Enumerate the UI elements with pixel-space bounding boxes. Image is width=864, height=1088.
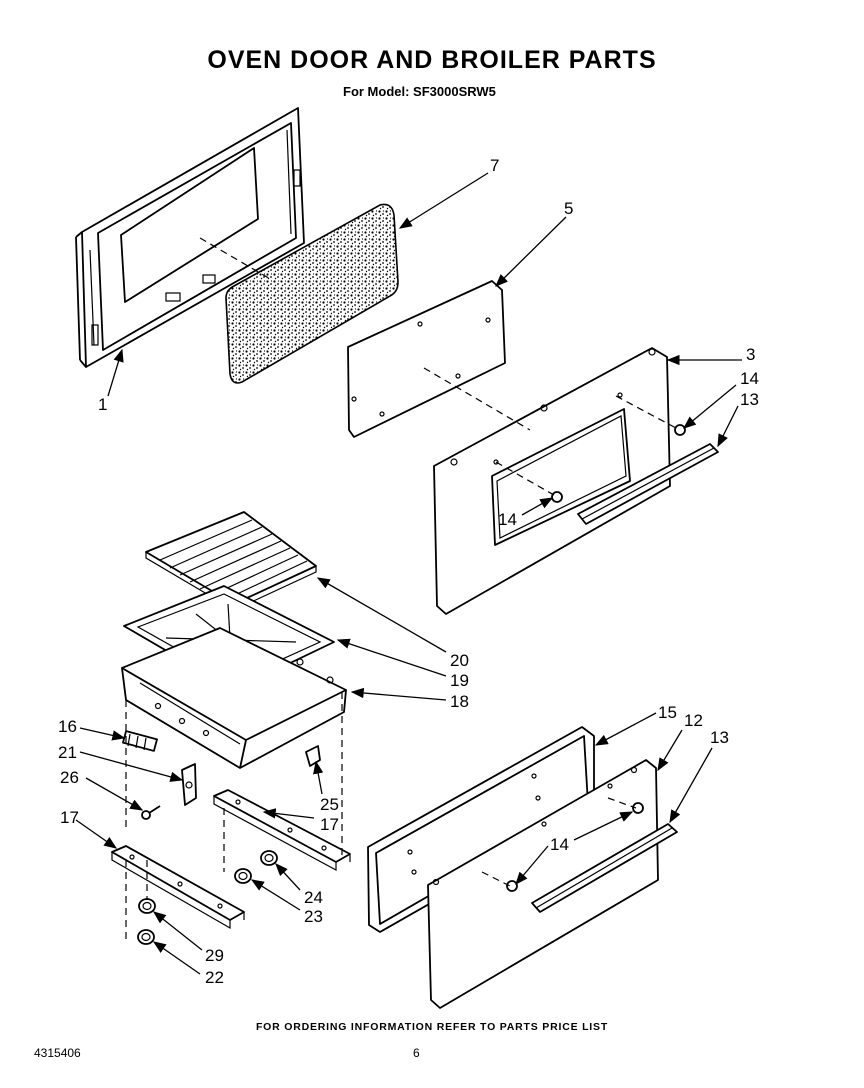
part-13-upper-handle xyxy=(551,424,719,525)
part-29-roller xyxy=(138,898,156,914)
callout-21: 21 xyxy=(58,743,77,762)
part-17-left-slide xyxy=(111,845,245,930)
part-24-roller xyxy=(260,850,278,866)
callout-1: 1 xyxy=(98,395,107,414)
callout-15: 15 xyxy=(658,703,677,722)
callout-23: 23 xyxy=(304,907,323,926)
page-title: OVEN DOOR AND BROILER PARTS xyxy=(207,46,657,74)
callout-14-lower: 14 xyxy=(550,835,569,854)
ordering-note: FOR ORDERING INFORMATION REFER TO PARTS … xyxy=(255,1021,609,1033)
callout-13-lower: 13 xyxy=(710,728,729,747)
callout-16: 16 xyxy=(58,717,77,736)
callout-17-left: 17 xyxy=(60,808,79,827)
part-12-drawer-front xyxy=(427,759,659,1009)
part-22-roller xyxy=(137,929,155,945)
callout-19: 19 xyxy=(450,671,469,690)
callout-22: 22 xyxy=(205,968,224,987)
callout-25: 25 xyxy=(320,795,339,814)
callout-29: 29 xyxy=(205,946,224,965)
callout-13-upper: 13 xyxy=(740,390,759,409)
assembly-lines xyxy=(125,237,677,940)
part-25-clip xyxy=(305,745,321,767)
part-21-bracket xyxy=(181,763,197,806)
callout-3: 3 xyxy=(746,345,755,364)
part-26-screw xyxy=(141,805,161,820)
callout-18: 18 xyxy=(450,692,469,711)
callout-24: 24 xyxy=(304,888,323,907)
callout-14-door: 14 xyxy=(498,510,517,529)
callout-7: 7 xyxy=(490,156,499,175)
part-3-outer-door xyxy=(433,347,671,615)
callout-12: 12 xyxy=(684,711,703,730)
model-subtitle: For Model: SF3000SRW5 xyxy=(343,84,496,99)
part-1-inner-door-frame xyxy=(75,107,305,368)
callout-14-upper-right: 14 xyxy=(740,369,759,388)
page-number: 6 xyxy=(413,1046,420,1060)
callout-5: 5 xyxy=(564,199,573,218)
leader-lines xyxy=(75,172,742,975)
callout-26: 26 xyxy=(60,768,79,787)
callout-20: 20 xyxy=(450,651,469,670)
part-18-broiler-drawer xyxy=(121,627,347,769)
part-13-lower-handle xyxy=(506,802,678,913)
callout-labels: 7 5 3 14 13 1 14 20 19 18 15 12 13 16 21… xyxy=(58,156,759,987)
part-5-door-panel xyxy=(347,280,506,438)
part-7-insulation xyxy=(225,203,399,384)
callout-17-right: 17 xyxy=(320,815,339,834)
document-number: 4315406 xyxy=(34,1046,81,1060)
part-17-right-slide xyxy=(213,789,351,872)
part-23-roller xyxy=(234,868,252,884)
part-16-spring xyxy=(122,730,158,752)
